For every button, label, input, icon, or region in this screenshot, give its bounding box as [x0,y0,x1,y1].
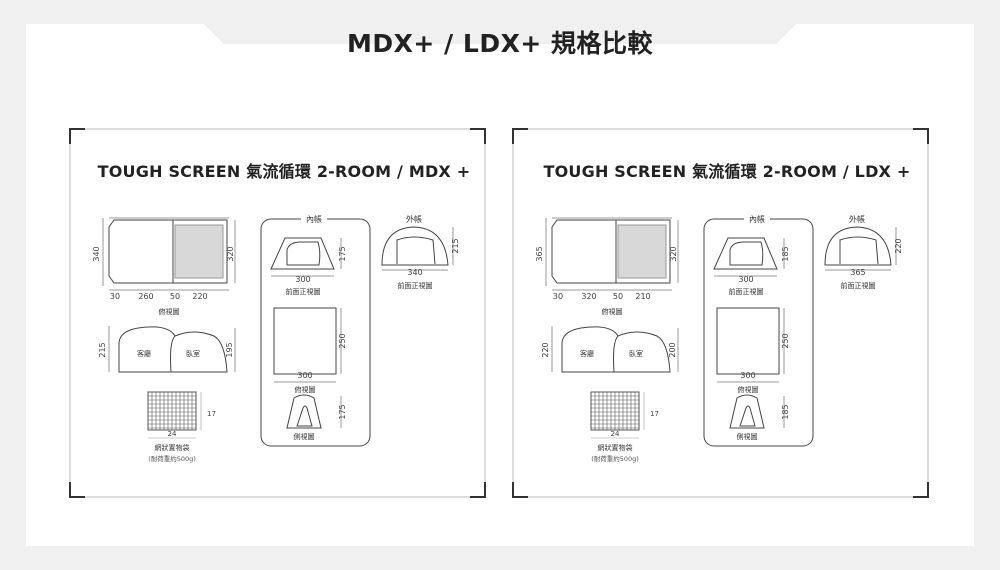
top-dim-4: 210 [635,292,650,301]
bag-caption: 網狀置物袋 [155,443,190,452]
content-area [26,24,974,546]
room-bed-label: 臥室 [186,349,200,358]
page-title: MDX+ / LDX+ 規格比較 [347,29,653,58]
bag-height-label: 17 [650,410,659,418]
panel-title: TOUGH SCREEN 氣流循環 2-ROOM / LDX + [543,162,911,181]
side-height-left: 215 [98,342,107,357]
top-dim-2: 260 [138,292,153,301]
panel-title: TOUGH SCREEN 氣流循環 2-ROOM / MDX + [97,162,471,181]
outer-height: 215 [451,238,460,253]
mesh-bag [147,391,202,439]
outer-width: 340 [407,268,422,277]
side-view [108,326,236,373]
outer-tent-label: 外帳 [406,214,422,224]
spec-panel-ldx: 365 320 30 320 50 210 俯視圖 220 200 客廳 臥室 … [512,128,960,498]
inner-top-depth: 250 [781,333,790,348]
bag-note: (耐荷重約500g) [591,454,639,463]
spec-panel-mdx: 340 320 30 260 50 220 俯視圖 215 195 客廳 臥室 … [69,128,517,498]
mesh-bag [590,391,645,439]
inner-side-caption: 側視圖 [294,432,315,441]
bag-width-label: 24 [611,430,620,438]
outer-caption: 前面正視圖 [841,281,876,290]
overall-height-label: 340 [92,246,101,261]
inner-top-width: 300 [297,371,312,380]
bag-height-label: 17 [207,410,216,418]
inner-side-height: 175 [338,404,347,419]
inner-front-height: 185 [781,246,790,261]
outer-height: 220 [894,238,903,253]
top-dim-3: 50 [170,292,180,301]
inner-top-caption: 俯視圖 [295,385,316,394]
inner-height-label: 320 [226,246,235,261]
inner-tent-label: 內帳 [306,214,322,224]
inner-front-caption: 前面正視圖 [729,287,764,296]
bag-caption: 網狀置物袋 [598,443,633,452]
panel-diagram: 365 320 30 320 50 210 俯視圖 220 200 客廳 臥室 … [512,128,929,498]
side-height-left: 220 [541,342,550,357]
inner-tent-label: 內帳 [749,214,765,224]
room-living-label: 客廳 [137,349,151,358]
inner-side-caption: 側視圖 [737,432,758,441]
side-height-right: 200 [668,342,677,357]
inner-side-height: 185 [781,404,790,419]
room-living-label: 客廳 [580,349,594,358]
bag-width-label: 24 [168,430,177,438]
side-view [551,326,679,373]
overall-height-label: 365 [535,246,544,261]
inner-front-width: 300 [738,275,753,284]
title-tab [180,0,820,44]
outer-tent-label: 外帳 [849,214,865,224]
room-bed-label: 臥室 [629,349,643,358]
inner-front-width: 300 [295,275,310,284]
inner-front-height: 175 [338,246,347,261]
inner-top-caption: 俯視圖 [738,385,759,394]
inner-height-label: 320 [669,246,678,261]
outer-caption: 前面正視圖 [398,281,433,290]
top-dim-3: 50 [613,292,623,301]
panel-diagram: 340 320 30 260 50 220 俯視圖 215 195 客廳 臥室 … [69,128,486,498]
top-dim-1: 30 [110,292,120,301]
bag-note: (耐荷重約500g) [148,454,196,463]
outer-width: 365 [850,268,865,277]
inner-top-width: 300 [740,371,755,380]
top-view-caption: 俯視圖 [602,307,623,316]
top-dim-4: 220 [192,292,207,301]
side-height-right: 195 [225,342,234,357]
top-view [545,217,679,291]
top-dim-2: 320 [581,292,596,301]
top-dim-1: 30 [553,292,563,301]
top-view-caption: 俯視圖 [159,307,180,316]
inner-front-caption: 前面正視圖 [286,287,321,296]
top-view [102,217,236,291]
inner-top-depth: 250 [338,333,347,348]
